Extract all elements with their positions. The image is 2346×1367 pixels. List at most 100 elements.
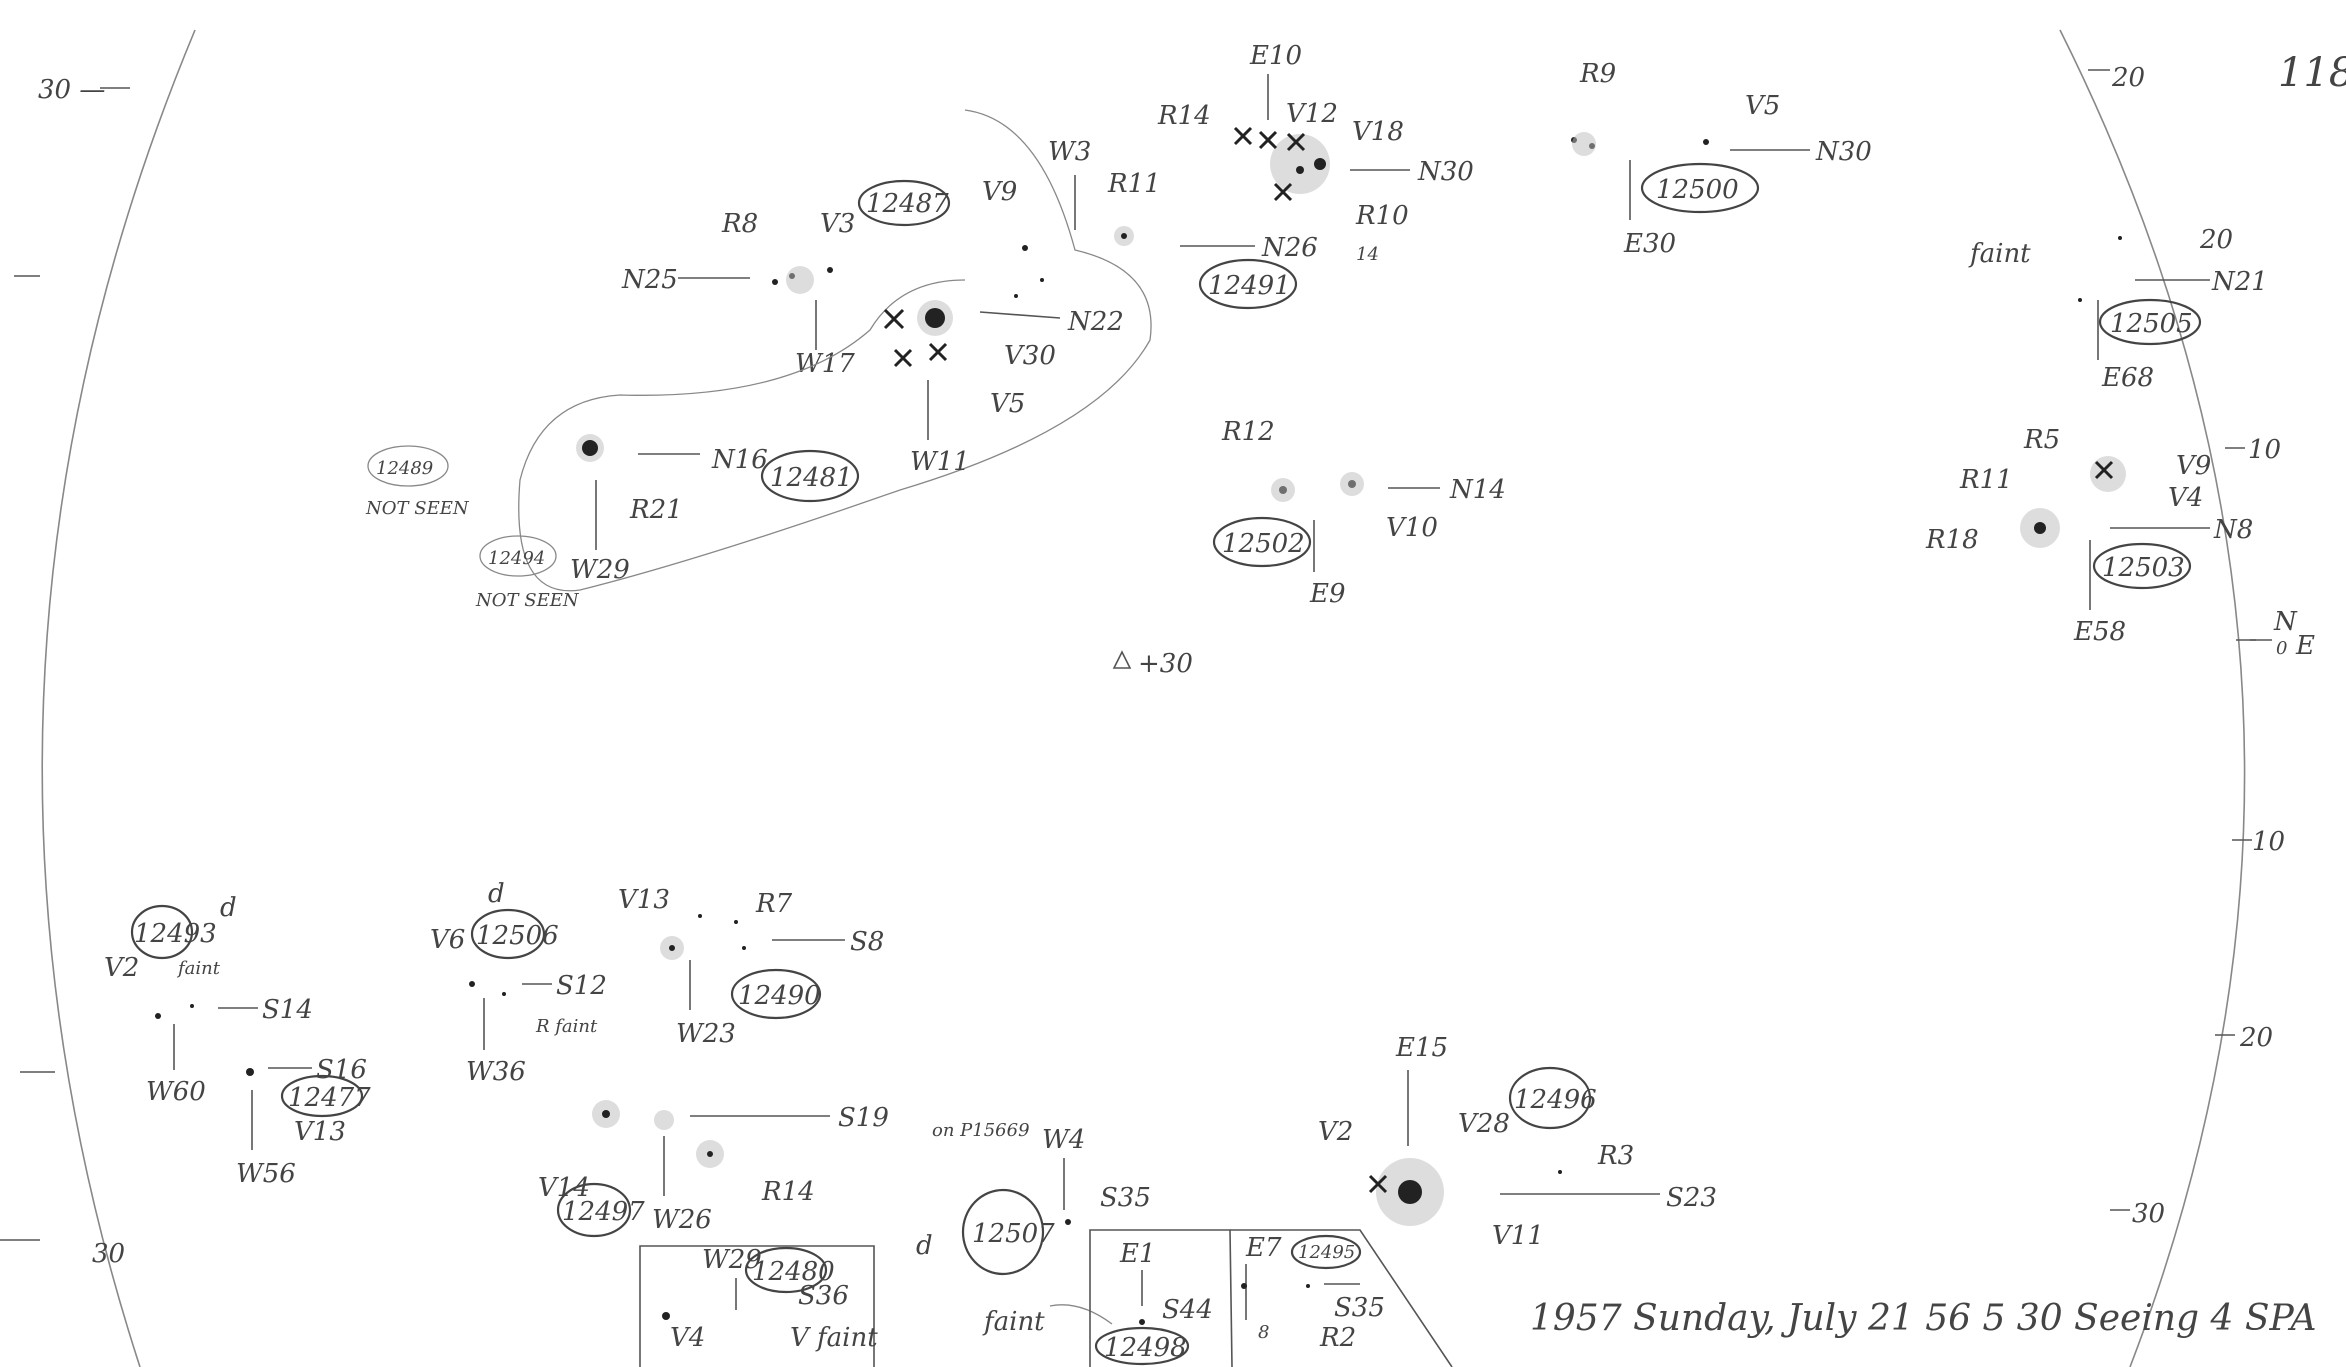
triangle-icon: [1112, 650, 1132, 669]
svg-text:V28: V28: [1458, 1109, 1510, 1139]
center-mark: +30: [1138, 649, 1193, 679]
svg-text:12489: 12489: [376, 458, 433, 479]
svg-text:faint: faint: [1968, 239, 2031, 269]
svg-text:V3: V3: [820, 209, 855, 239]
svg-text:V9: V9: [2176, 451, 2211, 481]
svg-text:12505: 12505: [2110, 309, 2193, 339]
svg-text:N30: N30: [1815, 137, 1872, 167]
svg-text:N26: N26: [1261, 233, 1318, 263]
svg-text:W4: W4: [1042, 1125, 1085, 1155]
observation-note: 1957 Sunday, July 21 56 5 30 Seeing 4 SP…: [1530, 1298, 2316, 1339]
svg-text:20: 20: [2199, 225, 2233, 255]
svg-text:R12: R12: [1221, 417, 1275, 447]
group-12503: R5 R11 R18 V9 V4 N8 12503 E58: [1925, 425, 2253, 647]
svg-text:W29: W29: [702, 1245, 762, 1275]
svg-text:V5: V5: [1745, 91, 1780, 121]
east-marker-e: E: [2295, 631, 2315, 661]
scale-right-2: 10: [2252, 827, 2285, 857]
svg-text:NOT SEEN: NOT SEEN: [475, 590, 580, 611]
svg-text:S35: S35: [1334, 1293, 1385, 1323]
svg-text:R18: R18: [1925, 525, 1979, 555]
group-12507: on P15669 W4 S35 d 12507 faint: [916, 1120, 1151, 1337]
scale-left-top: 30 —: [38, 75, 105, 105]
svg-text:d: d: [488, 879, 505, 909]
group-12496: E15 V2 V28 12496 R3 S23 V11: [1318, 1033, 1717, 1251]
svg-text:V2: V2: [104, 953, 139, 983]
svg-text:R8: R8: [721, 209, 758, 239]
svg-text:N16: N16: [711, 445, 768, 475]
svg-text:S35: S35: [1100, 1183, 1151, 1213]
svg-text:E9: E9: [1309, 579, 1346, 609]
svg-text:E7: E7: [1245, 1233, 1282, 1263]
scale-right-4: 30: [2132, 1199, 2165, 1229]
svg-text:12495: 12495: [1298, 1242, 1355, 1263]
svg-text:V faint: V faint: [790, 1323, 878, 1353]
svg-text:W60: W60: [146, 1077, 206, 1107]
svg-text:W29: W29: [570, 555, 630, 585]
solar-limb-left: [41, 29, 196, 1367]
solar-limb-right: [2059, 29, 2246, 1367]
group-12494: 12494 NOT SEEN: [475, 535, 580, 611]
page-label: 118: [2278, 50, 2346, 96]
group-12477: S16 12477 V13 W56: [236, 1055, 371, 1189]
svg-text:12496: 12496: [1514, 1085, 1597, 1115]
svg-text:R21: R21: [629, 495, 683, 525]
east-marker-n: N: [2273, 607, 2298, 637]
svg-text:V13: V13: [618, 885, 670, 915]
svg-text:N25: N25: [621, 265, 678, 295]
svg-text:S36: S36: [798, 1281, 849, 1311]
svg-text:V11: V11: [1492, 1221, 1544, 1251]
svg-text:W3: W3: [1048, 137, 1091, 167]
svg-text:V4: V4: [670, 1323, 705, 1353]
group-12502: R12 N14 V10 12502 E9: [1212, 417, 1506, 609]
svg-text:12490: 12490: [738, 981, 821, 1011]
svg-text:S19: S19: [838, 1103, 889, 1133]
svg-text:R9: R9: [1579, 59, 1616, 89]
svg-text:S14: S14: [262, 995, 313, 1025]
svg-text:NOT SEEN: NOT SEEN: [365, 498, 470, 519]
svg-text:V18: V18: [1352, 117, 1404, 147]
svg-text:R10: R10: [1355, 201, 1409, 231]
group-12481: N16 R21 W29 12481 N22 W11 V30 V5 V9 W3: [518, 109, 1152, 592]
scale-right-3: 20: [2239, 1023, 2273, 1053]
svg-text:V10: V10: [1386, 513, 1438, 543]
svg-text:S8: S8: [850, 927, 884, 957]
group-12489: 12489 NOT SEEN: [365, 445, 470, 519]
svg-text:N30: N30: [1417, 157, 1474, 187]
scale-right-0: 20: [2111, 63, 2145, 93]
svg-text:12498: 12498: [1104, 1333, 1187, 1363]
svg-text:N14: N14: [1449, 475, 1506, 505]
svg-text:d: d: [916, 1231, 933, 1261]
svg-text:12493: 12493: [134, 919, 217, 949]
group-12491: E10 R14 V12 V18 N30 R10 14 N26 12491 R11: [1107, 41, 1474, 310]
svg-text:12506: 12506: [476, 921, 559, 951]
svg-text:V9: V9: [982, 177, 1017, 207]
group-12495: E7 12495 S35 R2 8: [1230, 1229, 1453, 1367]
svg-text:N21: N21: [2211, 267, 2268, 297]
svg-text:faint: faint: [176, 958, 221, 979]
group-12505: faint 20 N21 12505 E68: [1968, 225, 2268, 393]
svg-text:W23: W23: [676, 1019, 736, 1049]
group-12498: E1 S44 12498: [1089, 1229, 1233, 1367]
svg-text:faint: faint: [982, 1307, 1045, 1337]
group-12490: V13 R7 S8 12490 W23: [618, 885, 884, 1049]
svg-text:12494: 12494: [488, 548, 545, 569]
svg-text:E58: E58: [2073, 617, 2126, 647]
svg-text:N8: N8: [2213, 515, 2253, 545]
svg-text:R3: R3: [1597, 1141, 1634, 1171]
group-12487: 12487 R8 V3 N25 W17: [621, 179, 951, 379]
svg-text:R11: R11: [1959, 465, 2013, 495]
group-12493: 12493 d V2 faint S14 W60: [104, 893, 313, 1107]
east-marker-sub: 0: [2276, 638, 2287, 659]
svg-text:E10: E10: [1249, 41, 1302, 71]
svg-text:12500: 12500: [1656, 175, 1739, 205]
svg-text:S16: S16: [316, 1055, 367, 1085]
svg-text:R2: R2: [1319, 1323, 1356, 1353]
svg-text:S12: S12: [556, 971, 607, 1001]
svg-text:R14: R14: [1157, 101, 1211, 131]
svg-text:12477: 12477: [288, 1083, 371, 1113]
svg-text:V12: V12: [1286, 99, 1338, 129]
svg-text:12507: 12507: [972, 1219, 1055, 1249]
